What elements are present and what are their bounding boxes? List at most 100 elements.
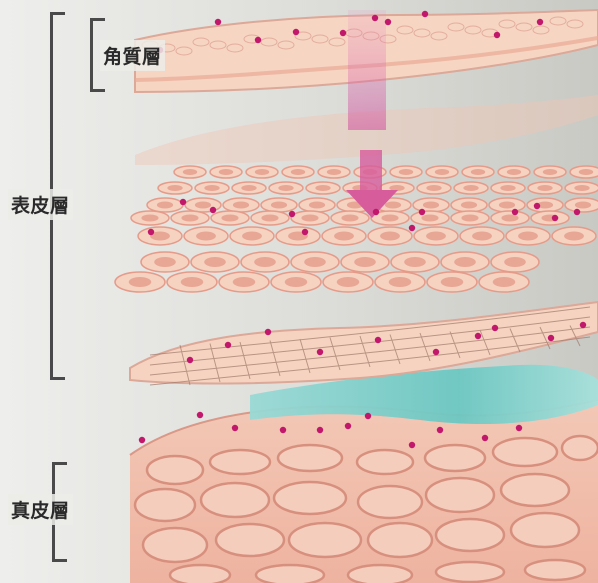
dermis-cell xyxy=(501,474,569,506)
particle-dot-icon xyxy=(280,427,286,433)
particle-dot-icon xyxy=(365,413,371,419)
dermis-cell xyxy=(147,456,203,484)
epidermis-cell xyxy=(147,198,183,212)
particle-dot-icon xyxy=(574,209,580,215)
dermis-cell xyxy=(143,528,207,562)
epidermis-cell xyxy=(251,211,289,225)
particle-dot-icon xyxy=(419,209,425,215)
particle-dot-icon xyxy=(148,229,154,235)
epidermis-cell xyxy=(368,227,412,245)
epidermis-cell xyxy=(390,166,422,178)
epidermis-cell xyxy=(318,166,350,178)
epidermis-cell xyxy=(426,166,458,178)
dermis-cell xyxy=(436,562,504,582)
epidermis-cell xyxy=(219,272,269,292)
dermis-cell xyxy=(425,445,485,471)
epidermis-cell xyxy=(391,252,439,272)
dermis-cell xyxy=(358,486,422,518)
dermis-cell xyxy=(256,565,324,583)
particle-dot-icon xyxy=(180,199,186,205)
epidermis-cell xyxy=(276,227,320,245)
particle-dot-icon xyxy=(225,342,231,348)
particle-dot-icon xyxy=(516,425,522,431)
dermis-cell xyxy=(216,524,284,556)
epidermis-cell xyxy=(306,182,340,194)
label-stratum-corneum: 角質層 xyxy=(100,40,165,71)
particle-dot-icon xyxy=(385,19,391,25)
epidermis-cell xyxy=(528,182,562,194)
epidermis-cell xyxy=(232,182,266,194)
particle-dot-icon xyxy=(433,349,439,355)
epidermis-cell xyxy=(138,227,182,245)
particle-dot-icon xyxy=(372,15,378,21)
epidermis-cell xyxy=(454,182,488,194)
epidermis-cell xyxy=(375,272,425,292)
epidermis-cell xyxy=(441,252,489,272)
dermis-cell xyxy=(274,482,346,514)
epidermis-cell xyxy=(534,166,566,178)
epidermis-cell xyxy=(131,211,169,225)
particle-dot-icon xyxy=(265,329,271,335)
epidermis-cell xyxy=(184,227,228,245)
dermis-cell xyxy=(357,450,413,474)
particle-dot-icon xyxy=(340,30,346,36)
dermis-cell xyxy=(348,565,412,583)
particle-dot-icon xyxy=(317,427,323,433)
dermis-cell xyxy=(525,560,585,580)
epidermis-cell xyxy=(291,211,329,225)
particle-dot-icon xyxy=(210,207,216,213)
dermis-layer xyxy=(130,400,598,583)
particle-dot-icon xyxy=(289,211,295,217)
epidermis-cell xyxy=(565,182,598,194)
epidermis-cell xyxy=(158,182,192,194)
particle-dot-icon xyxy=(482,435,488,441)
particle-dot-icon xyxy=(139,437,145,443)
epidermis-cell xyxy=(195,182,229,194)
dermis-cell xyxy=(562,436,598,460)
particle-dot-icon xyxy=(302,229,308,235)
epidermis-cell xyxy=(282,166,314,178)
label-dermis: 真皮層 xyxy=(8,494,73,525)
particle-dot-icon xyxy=(232,425,238,431)
dermis-cell xyxy=(170,565,230,583)
dermis-cell xyxy=(426,478,494,512)
particle-dot-icon xyxy=(345,423,351,429)
epidermis-cell xyxy=(491,252,539,272)
particle-dot-icon xyxy=(422,11,428,17)
epidermis-cell xyxy=(565,198,598,212)
particle-dot-icon xyxy=(548,335,554,341)
particle-dot-icon xyxy=(293,29,299,35)
epidermis-cell xyxy=(489,198,525,212)
epidermis-cell xyxy=(269,182,303,194)
dermis-cell xyxy=(511,513,579,547)
epidermis-cell xyxy=(531,211,569,225)
dermis-cell xyxy=(135,489,195,521)
particle-dot-icon xyxy=(580,322,586,328)
particle-dot-icon xyxy=(552,215,558,221)
epidermis-cell xyxy=(491,182,525,194)
epidermis-cell xyxy=(552,227,596,245)
epidermis-cell xyxy=(174,166,206,178)
epidermis-cell xyxy=(171,211,209,225)
epidermis-cell xyxy=(246,166,278,178)
epidermis-cell xyxy=(261,198,297,212)
particle-dot-icon xyxy=(409,442,415,448)
epidermis-cell xyxy=(413,198,449,212)
epidermis-cell xyxy=(414,227,458,245)
particle-dot-icon xyxy=(373,209,379,215)
dermis-cell xyxy=(201,483,269,517)
epidermis-cell xyxy=(299,198,335,212)
epidermis-cell xyxy=(230,227,274,245)
epidermis-cell xyxy=(167,272,217,292)
epidermis-cell xyxy=(271,272,321,292)
epidermis-cell xyxy=(479,272,529,292)
dermis-cell xyxy=(278,445,342,471)
dermis-cell xyxy=(493,438,557,466)
particle-dot-icon xyxy=(492,325,498,331)
epidermis-cell xyxy=(451,211,489,225)
particle-dot-icon xyxy=(215,19,221,25)
epidermis-cell xyxy=(191,252,239,272)
label-epidermis: 表皮層 xyxy=(8,189,73,220)
particle-dot-icon xyxy=(494,32,500,38)
